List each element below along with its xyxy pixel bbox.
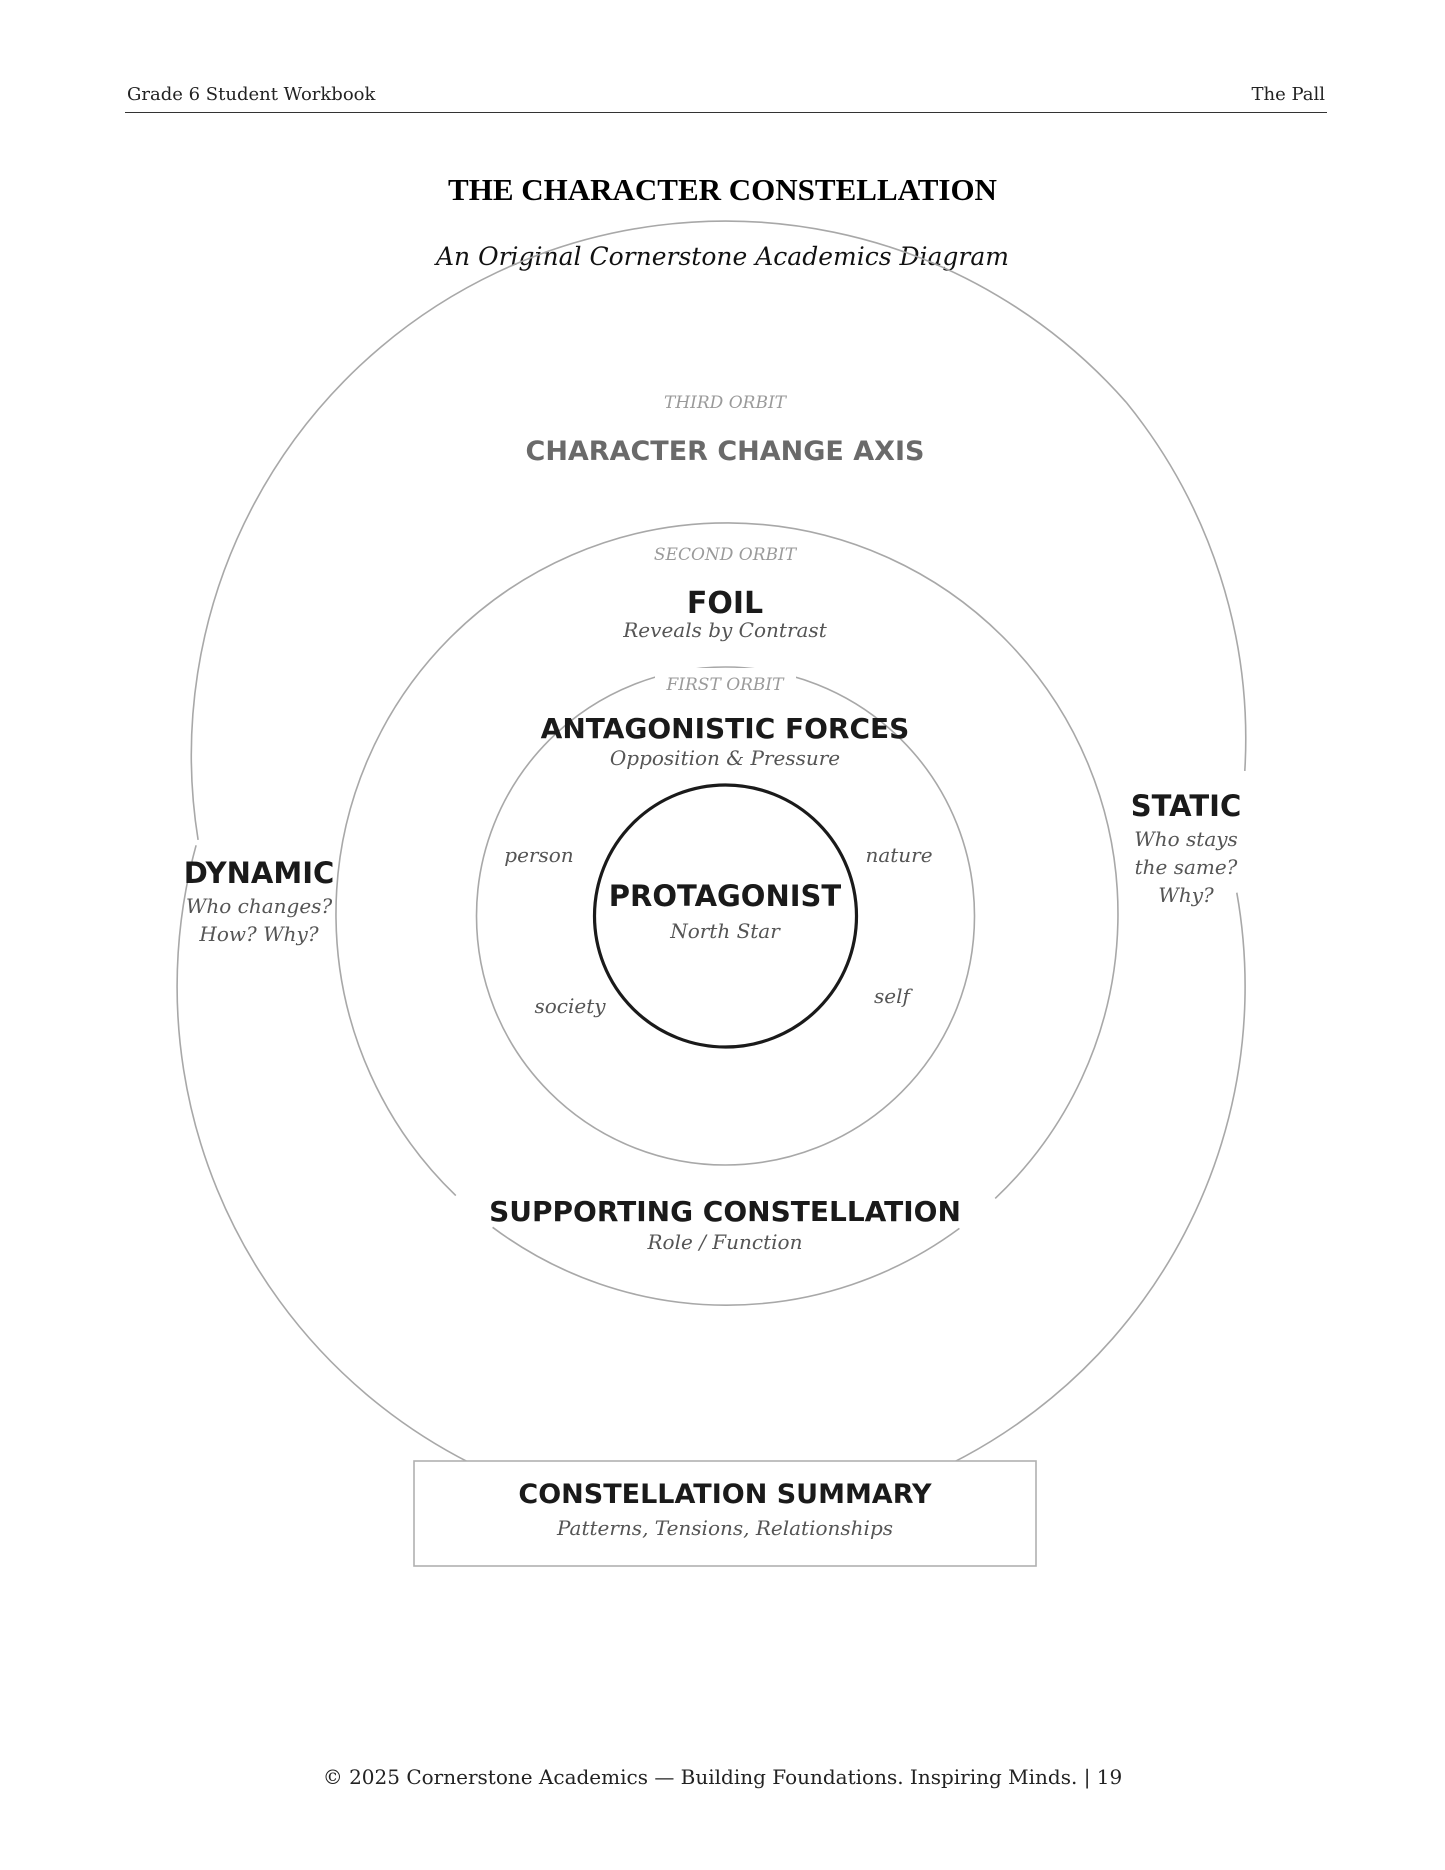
- supporting-constellation-description: Role / Function: [647, 1230, 803, 1254]
- foil-title: FOIL: [687, 586, 763, 621]
- third-orbit-label: THIRD ORBIT: [664, 393, 788, 413]
- dynamic-question-1: Who changes?: [186, 894, 333, 918]
- third-orbit-ring: [1125, 401, 1247, 771]
- static-title: STATIC: [1131, 789, 1241, 823]
- second-orbit-ring: [492, 1226, 960, 1306]
- page-subtitle: An Original Cornerstone Academics Diagra…: [436, 242, 1009, 271]
- supporting-constellation-title: SUPPORTING CONSTELLATION: [489, 1195, 961, 1228]
- static-question-3: Why?: [1158, 883, 1214, 907]
- page-header: Grade 6 Student Workbook The Pall: [125, 84, 1327, 113]
- header-workbook-label: Grade 6 Student Workbook: [127, 84, 376, 105]
- constellation-summary-title: CONSTELLATION SUMMARY: [518, 1479, 932, 1510]
- static-question-2: the same?: [1135, 855, 1238, 879]
- dynamic-question-2: How? Why?: [198, 922, 318, 946]
- protagonist-description: North Star: [669, 919, 781, 943]
- third-orbit-ring: [190, 220, 1127, 841]
- first-orbit-ring: [475, 666, 976, 1166]
- dynamic-title: DYNAMIC: [184, 856, 335, 890]
- character-change-axis-title: CHARACTER CHANGE AXIS: [526, 436, 925, 467]
- header-book-title: The Pall: [1251, 84, 1325, 105]
- protagonist-title: PROTAGONIST: [609, 879, 842, 913]
- constellation-summary-box: [413, 1460, 1037, 1567]
- foil-description: Reveals by Contrast: [622, 618, 827, 642]
- static-question-1: Who stays: [1134, 827, 1238, 851]
- constellation-summary-description: Patterns, Tensions, Relationships: [556, 1516, 893, 1540]
- page-title: THE CHARACTER CONSTELLATION: [448, 172, 997, 207]
- force-person: person: [504, 843, 573, 867]
- protagonist-circle: [592, 783, 859, 1049]
- force-society: society: [534, 994, 606, 1018]
- first-orbit-label: FIRST ORBIT: [666, 675, 786, 695]
- second-orbit-label: SECOND ORBIT: [654, 545, 798, 565]
- force-self: self: [874, 984, 913, 1008]
- second-orbit-ring: [335, 522, 1119, 1199]
- force-nature: nature: [865, 843, 932, 867]
- page-footer: © 2025 Cornerstone Academics — Building …: [322, 1765, 1123, 1789]
- antagonistic-forces-title: ANTAGONISTIC FORCES: [541, 712, 910, 745]
- antagonistic-forces-description: Opposition & Pressure: [610, 746, 840, 770]
